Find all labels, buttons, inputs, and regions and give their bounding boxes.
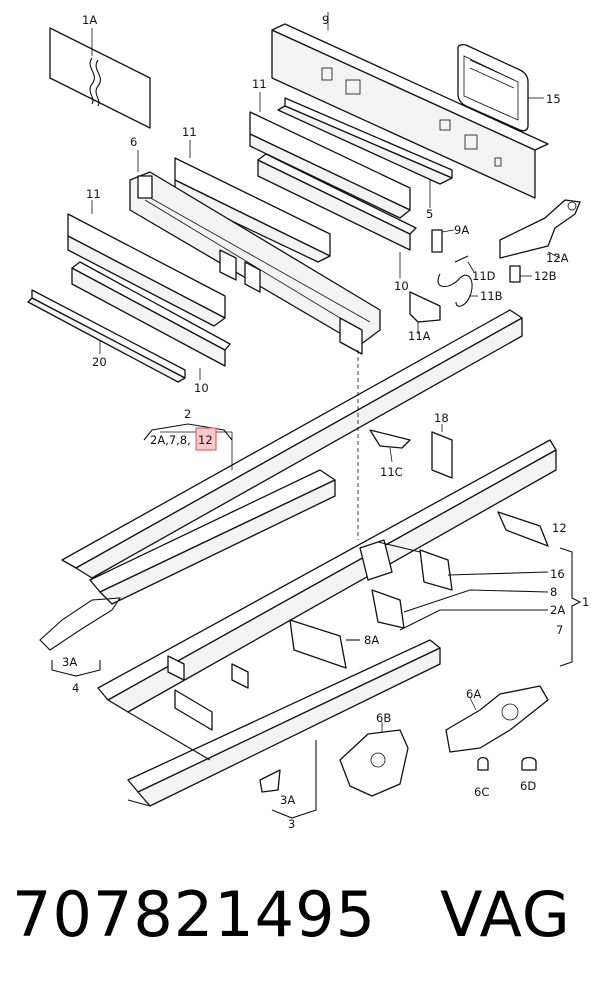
label-1: 1	[582, 595, 589, 609]
label-6D: 6D	[520, 779, 536, 793]
part-11C	[369, 429, 411, 463]
label-4: 4	[72, 681, 79, 695]
label-2-highlight: 12	[198, 433, 213, 447]
part-10-upper	[257, 153, 417, 278]
label-11D: 11D	[472, 269, 496, 283]
part-6C	[477, 756, 489, 771]
parts-diagram: 1A 9 15 11 11 11 6 5 9A 12A 11D 12B 11B …	[27, 12, 589, 831]
label-11-upper: 11	[252, 77, 267, 91]
label-3A-left: 3A	[62, 655, 77, 669]
label-11B: 11B	[480, 289, 503, 303]
part-9	[271, 12, 549, 199]
label-9A: 9A	[454, 223, 469, 237]
label-18: 18	[434, 411, 449, 425]
part-11-upper	[249, 92, 411, 219]
bracket-2	[143, 423, 233, 451]
part-15	[457, 43, 544, 132]
label-16: 16	[550, 567, 565, 581]
highlight-box	[195, 427, 217, 451]
part-6	[129, 150, 381, 355]
bracket-4	[51, 660, 101, 677]
label-8A: 8A	[364, 633, 379, 647]
part-12A	[499, 199, 581, 259]
part-12B	[509, 265, 532, 283]
bracket-1	[559, 547, 582, 667]
label-6: 6	[130, 135, 137, 149]
part-2	[39, 309, 523, 651]
label-6A: 6A	[466, 687, 481, 701]
label-11C: 11C	[380, 465, 403, 479]
label-12A: 12A	[546, 251, 569, 265]
part-1A	[49, 27, 151, 129]
label-5: 5	[426, 207, 433, 221]
part-18	[431, 424, 453, 479]
label-10-lower: 10	[194, 381, 209, 395]
part-9A	[431, 229, 455, 253]
part-11A	[409, 291, 441, 334]
part-1	[97, 439, 557, 807]
label-11A: 11A	[408, 329, 431, 343]
part-6A	[445, 685, 549, 753]
part-11B	[437, 273, 478, 307]
label-2A: 2A	[550, 603, 565, 617]
part-5	[277, 97, 453, 208]
part-20	[27, 289, 186, 383]
label-12: 12	[552, 521, 567, 535]
label-1A: 1A	[82, 13, 97, 27]
label-10-upper: 10	[394, 279, 409, 293]
label-3: 3	[288, 817, 295, 831]
label-8: 8	[550, 585, 557, 599]
bracket-3	[271, 740, 317, 819]
part-11D	[454, 255, 475, 273]
label-12B: 12B	[534, 269, 557, 283]
part-6B	[339, 722, 409, 797]
leader-lines	[231, 350, 359, 540]
label-7: 7	[556, 623, 563, 637]
label-11-middle: 11	[182, 125, 197, 139]
label-6C: 6C	[474, 785, 489, 799]
label-2-sequence: 2A,7,8,	[150, 433, 191, 447]
label-9: 9	[322, 13, 329, 27]
label-3A-bottom: 3A	[280, 793, 295, 807]
label-15: 15	[546, 92, 561, 106]
part-number: 707821495	[12, 878, 377, 951]
part-6D	[521, 756, 537, 771]
brand: VAG	[440, 878, 571, 951]
label-11-left: 11	[86, 187, 101, 201]
part-11-left	[67, 200, 226, 327]
label-2: 2	[184, 407, 191, 421]
part-11-middle	[174, 140, 331, 263]
part-10-lower	[71, 261, 231, 380]
label-20: 20	[92, 355, 107, 369]
label-6B: 6B	[376, 711, 391, 725]
